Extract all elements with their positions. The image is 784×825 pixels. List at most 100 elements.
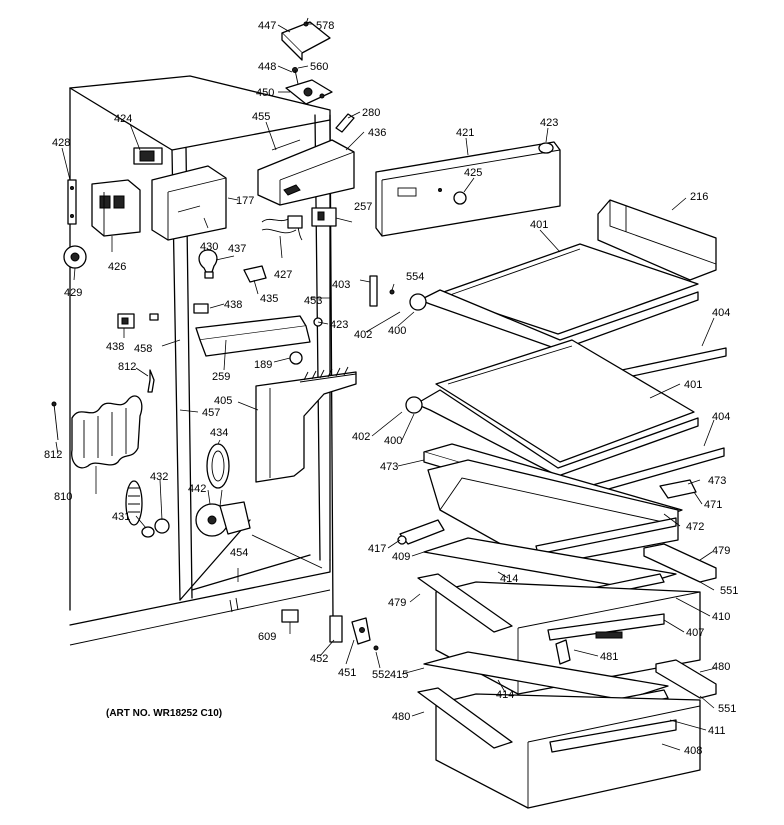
callout-812-right: 812: [118, 361, 136, 373]
callout-404-lower: 404: [712, 411, 730, 423]
callout-442: 442: [188, 483, 206, 495]
callout-471: 471: [704, 499, 722, 511]
callout-423-top: 423: [540, 117, 558, 129]
callout-812-left: 812: [44, 449, 62, 461]
callout-400-lower: 400: [384, 435, 402, 447]
callout-609: 609: [258, 631, 276, 643]
callout-414-lower: 414: [496, 689, 514, 701]
clip-438-lower: [117, 313, 135, 329]
callout-473-right: 473: [708, 475, 726, 487]
callout-458: 458: [134, 343, 152, 355]
callout-552: 552: [372, 669, 390, 681]
clip-438-upper: [193, 303, 209, 314]
gasket-432: [125, 480, 143, 526]
light-417: [397, 519, 445, 545]
callout-447: 447: [258, 20, 276, 32]
leader-lines: [55, 23, 717, 751]
connector-257: [311, 207, 337, 227]
callout-554: 554: [406, 271, 424, 283]
air-duct-405: [255, 366, 357, 483]
callout-551-lower: 551: [718, 703, 736, 715]
rail-403: [369, 275, 378, 307]
socket-435: [243, 265, 267, 283]
callout-578: 578: [316, 20, 334, 32]
clip-609: [281, 609, 299, 623]
callout-423-lower: 423: [330, 319, 348, 331]
callout-480-right: 480: [712, 661, 730, 673]
callout-560: 560: [310, 61, 328, 73]
control-panel-421: [375, 141, 561, 237]
callout-425: 425: [464, 167, 482, 179]
callout-426: 426: [108, 261, 126, 273]
light-shield-434: [206, 443, 230, 489]
shelf-lower-401: [405, 339, 725, 497]
callout-216: 216: [690, 191, 708, 203]
callout-410: 410: [712, 611, 730, 623]
damper-housing-436: [257, 139, 355, 206]
wire-812-left: [51, 401, 59, 441]
callout-452: 452: [310, 653, 328, 665]
cap-431: [141, 518, 170, 538]
callout-438-upper: 438: [224, 299, 242, 311]
callout-415: 415: [390, 669, 408, 681]
light-switch-424: [133, 147, 163, 165]
art-number: (ART NO. WR18252 C10): [106, 708, 222, 719]
fan-motor-429: [63, 245, 87, 269]
callout-411: 411: [708, 725, 726, 737]
callout-414-upper: 414: [500, 573, 518, 585]
callout-421: 421: [456, 127, 474, 139]
switch-housing-426: [91, 179, 141, 237]
callout-438-lower: 438: [106, 341, 124, 353]
callout-189: 189: [254, 359, 272, 371]
slide-480-right: [655, 659, 717, 699]
callout-257: 257: [354, 201, 372, 213]
control-housing-448-450: [285, 67, 333, 105]
callout-810: 810: [54, 491, 72, 503]
small-clip: [149, 313, 159, 321]
callout-429: 429: [64, 287, 82, 299]
callout-405: 405: [214, 395, 232, 407]
callout-402-upper: 402: [354, 329, 372, 341]
callout-453: 453: [304, 295, 322, 307]
screw-552: [373, 645, 379, 651]
callout-280: 280: [362, 107, 380, 119]
plug-423: [538, 142, 554, 154]
callout-479-right: 479: [712, 545, 730, 557]
bracket-471: [659, 479, 697, 499]
dispenser-motor-442: [195, 501, 251, 537]
callout-177: 177: [236, 195, 254, 207]
callout-437: 437: [228, 243, 246, 255]
callout-448: 448: [258, 61, 276, 73]
screw-554: [389, 289, 395, 295]
callout-428: 428: [52, 137, 70, 149]
callout-472: 472: [686, 521, 704, 533]
callout-473-left: 473: [380, 461, 398, 473]
heater-810: [71, 395, 143, 469]
control-box-430: [151, 165, 227, 241]
callout-403: 403: [332, 279, 350, 291]
callout-417: 417: [368, 543, 386, 555]
callout-404-upper: 404: [712, 307, 730, 319]
part-280: [335, 113, 355, 133]
bulb-437: [198, 249, 218, 279]
callout-432: 432: [150, 471, 168, 483]
callout-430: 430: [200, 241, 218, 253]
bracket-452: [329, 615, 343, 643]
shelf-upper-401: [409, 243, 727, 387]
callout-259: 259: [212, 371, 230, 383]
callout-427: 427: [274, 269, 292, 281]
slide-479-right: [643, 543, 717, 583]
thermostat-knob-cover-447: [281, 17, 331, 61]
slide-479-left: [417, 573, 513, 633]
callout-479-left: 479: [388, 597, 406, 609]
wiring-427: [261, 215, 303, 241]
callout-455: 455: [252, 111, 270, 123]
callout-480-left: 480: [392, 711, 410, 723]
crisper-pan-472: [427, 459, 679, 567]
callout-454: 454: [230, 547, 248, 559]
callout-401-upper: 401: [530, 219, 548, 231]
callout-481: 481: [600, 651, 618, 663]
callout-408: 408: [684, 745, 702, 757]
callout-435: 435: [260, 293, 278, 305]
